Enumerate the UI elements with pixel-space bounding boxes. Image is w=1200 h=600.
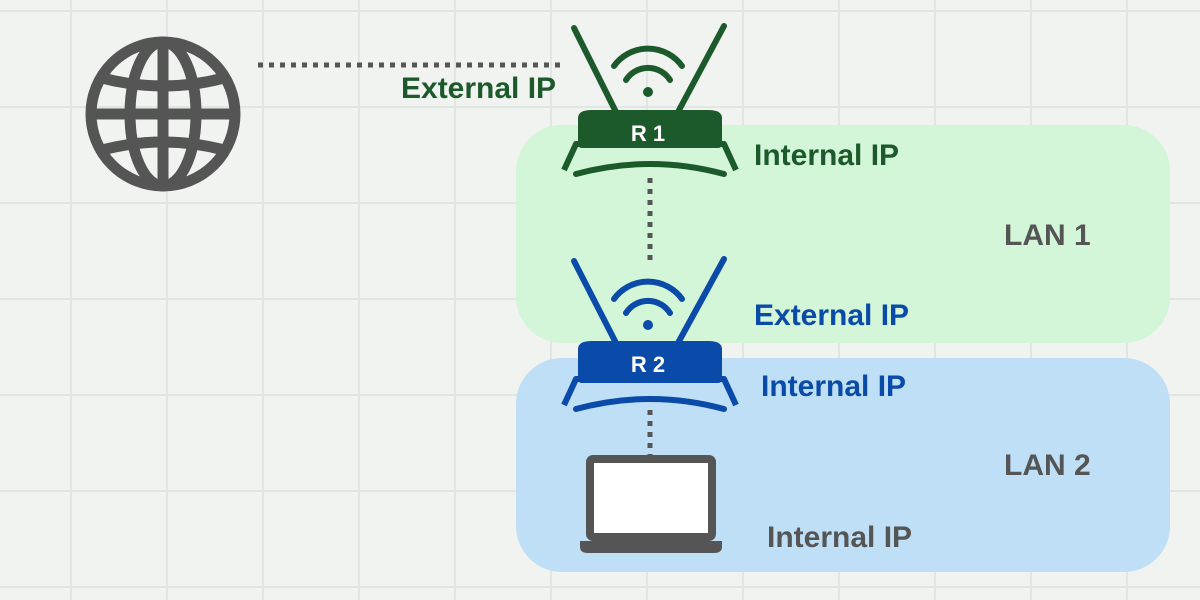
router1-name: R 1 xyxy=(630,121,666,146)
laptop-internal-ip-label: Internal IP xyxy=(767,521,913,554)
laptop-icon xyxy=(580,455,722,553)
router2-icon xyxy=(561,256,739,412)
router2-external-ip-label: External IP xyxy=(754,299,910,332)
router2-name: R 2 xyxy=(630,352,666,377)
lan-1-zone xyxy=(516,125,1170,343)
router1-internal-ip-label: Internal IP xyxy=(754,139,900,172)
router1-icon xyxy=(561,23,739,177)
globe-icon xyxy=(85,36,241,192)
router2-internal-ip-label: Internal IP xyxy=(761,370,907,403)
lan2-label: LAN 2 xyxy=(1004,449,1091,482)
internet-external-ip-label: External IP xyxy=(401,72,557,105)
lan1-label: LAN 1 xyxy=(1004,219,1091,252)
